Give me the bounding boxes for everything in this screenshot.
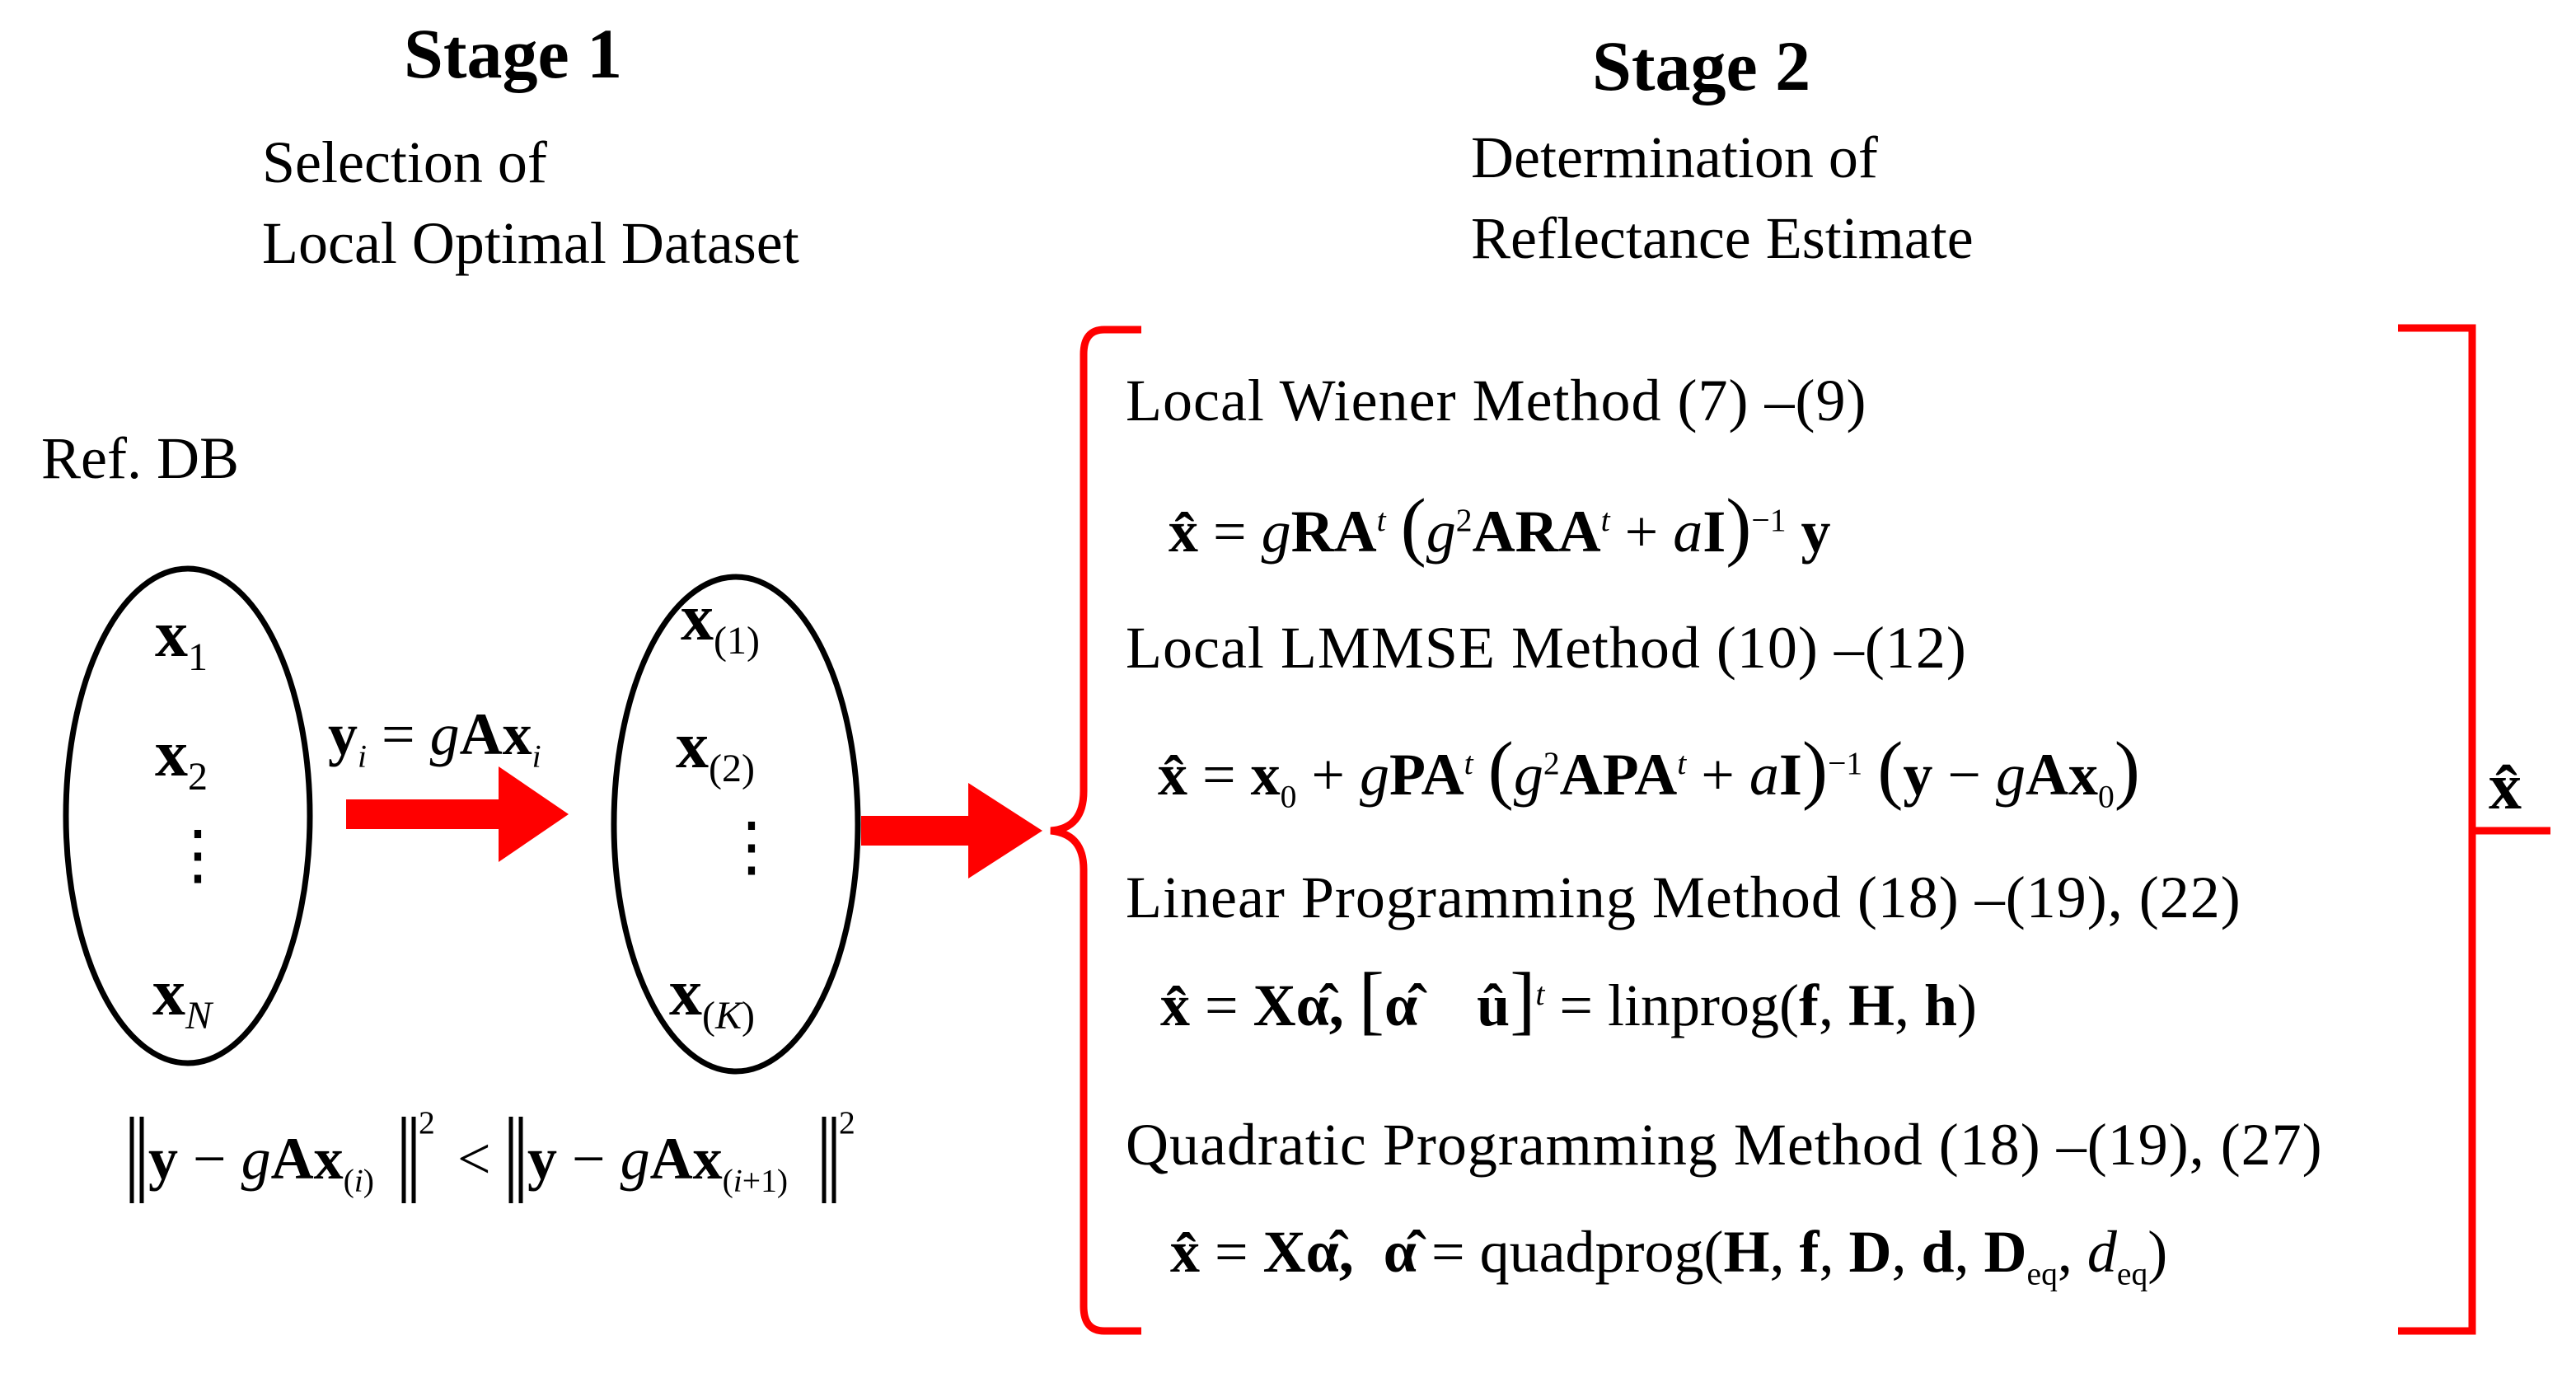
ref-db-ellipse (63, 565, 313, 1066)
method-equation-quadprog: x̂ = Xα̂, α̂ = quadprog(H, f, D, d, Deq,… (1170, 1219, 2168, 1292)
method-name-wiener: Local Wiener Method (7) –(9) (1126, 368, 1867, 433)
selection-arrow (346, 766, 569, 862)
right-set-item-k: x(K) (669, 957, 755, 1038)
ordering-condition-lt: < (457, 1126, 491, 1192)
stage1-subtitle-line1: Selection of (262, 129, 547, 195)
method-name-lmmse: Local LMMSE Method (10) –(12) (1126, 615, 1967, 681)
left-set-item-ellipsis: ⋮ (165, 819, 231, 892)
method-arrow (861, 783, 1042, 879)
method-name-linprog: Linear Programming Method (18) –(19), (2… (1126, 865, 2241, 930)
method-equation-linprog: x̂ = Xα̂, [α̂ û]t = linprog(f, H, h) (1160, 958, 1977, 1043)
right-set-item-ellipsis: ⋮ (719, 811, 785, 883)
ordering-condition-sq1: 2 (419, 1104, 435, 1141)
right-set-item-2: x(2) (676, 710, 755, 790)
left-curly-brace (1050, 326, 1141, 1335)
method-name-quadprog: Quadratic Programming Method (18) –(19),… (1126, 1112, 2323, 1178)
local-dataset-ellipse (611, 574, 861, 1075)
left-set-item-1: x1 (155, 598, 208, 679)
ref-db-label: Ref. DB (41, 425, 239, 491)
norm-bars (129, 1117, 836, 1203)
output-label: x̂ (2489, 751, 2522, 823)
ordering-condition-left: y − gAx(i) (148, 1126, 374, 1199)
ordering-condition-sq2: 2 (839, 1104, 855, 1141)
method-equation-wiener: x̂ = gRAt (g2ARAt + aI)−1 y (1169, 484, 1831, 569)
mapping-equation: yi = gAxi (328, 701, 541, 775)
method-equation-lmmse: x̂ = x0 + gPAt (g2APAt + aI)−1 (y − gAx0… (1158, 727, 2140, 815)
stage2-subtitle-line2: Reflectance Estimate (1471, 205, 1974, 271)
stage1-title: Stage 1 (404, 14, 623, 93)
right-set-item-1: x(1) (681, 582, 760, 663)
left-set-item-2: x2 (155, 718, 208, 799)
stage1-subtitle-line2: Local Optimal Dataset (262, 210, 799, 276)
left-set-item-n: xN (152, 957, 213, 1038)
ordering-condition-right: y − gAx(i+1) (527, 1126, 789, 1199)
stage2-title: Stage 2 (1592, 26, 1811, 105)
stage2-subtitle-line1: Determination of (1471, 124, 1878, 190)
right-square-bracket (2398, 324, 2476, 1335)
